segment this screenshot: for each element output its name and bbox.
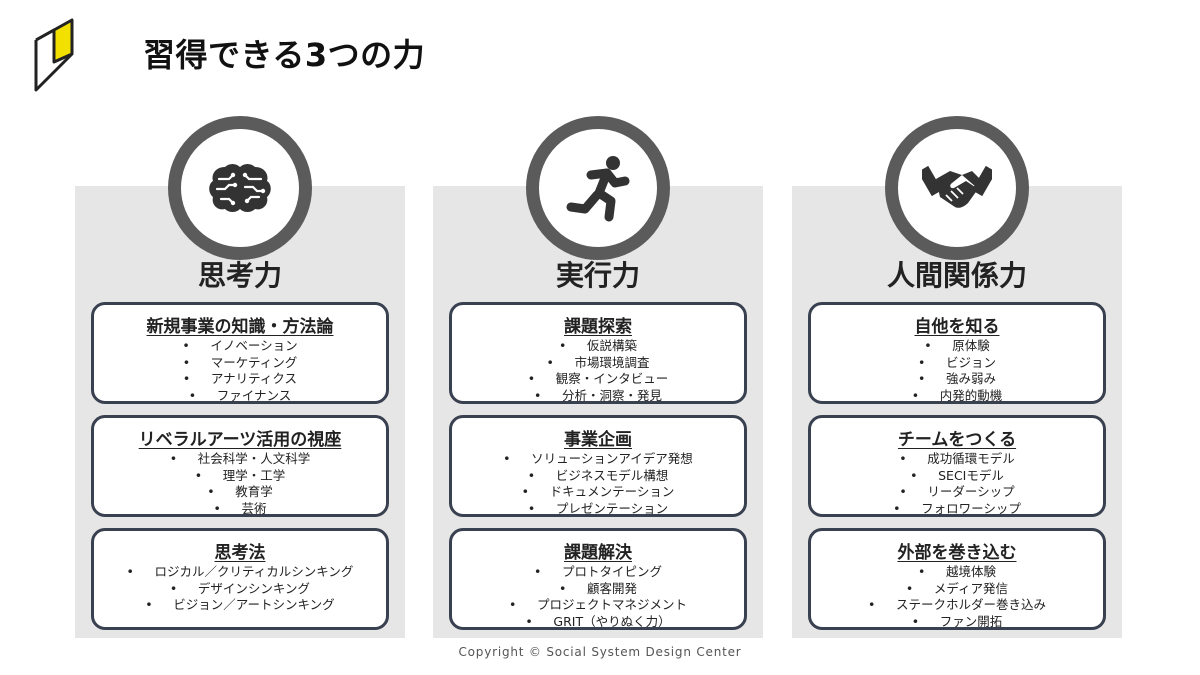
handshake-icon [922,165,992,208]
column-execution: 実行力 課題探索 •仮説構築 •市場環境調査 •観察・インタビュー •分析・洞察… [433,116,763,638]
list-item: •フォロワーシップ [893,500,1021,516]
card-title: 課題探索 [564,317,632,337]
list-item: •ビジネスモデル構想 [527,467,669,483]
icon-badge [168,116,312,260]
card-title: 自他を知る [914,317,1000,337]
list-item: •プレゼンテーション [527,500,669,516]
list-item: •ロジカル／クリティカルシンキング [126,564,354,579]
column-thinking: 思考力 新規事業の知識・方法論 •イノベーション •マーケティング •アナリティ… [75,116,405,638]
list-item: •ビジョン／アートシンキング [145,597,335,612]
skill-card: 新規事業の知識・方法論 •イノベーション •マーケティング •アナリティクス •… [91,302,389,404]
list-item: •越境体験 [917,564,996,579]
list-item: •リーダーシップ [899,484,1015,499]
list-item: •デザインシンキング [169,580,311,596]
column-title: 実行力 [555,259,640,292]
list-item: •SECIモデル [910,467,1004,483]
copyright-notice: Copyright © Social System Design Center [458,645,742,659]
list-item: •強み弱み [917,371,996,386]
card-title: 思考法 [214,543,266,563]
skill-card: 事業企画 •ソリューションアイデア発想 •ビジネスモデル構想 •ドキュメンテーシ… [449,415,747,517]
list-item: •芸術 [213,500,267,516]
list-item: •ファン開拓 [911,613,1003,629]
skill-card: リベラルアーツ活用の視座 •社会科学・人文科学 •理学・工学 •教育学 •芸術 [91,415,389,517]
list-item: •内発的動機 [911,387,1003,403]
list-item: •マーケティング [182,354,298,370]
list-item: •ステークホルダー巻き込み [867,597,1046,612]
column-relationship: 人間関係力 自他を知る •原体験 •ビジョン •強み弱み •内発的動機 チームを… [792,116,1122,638]
list-item: •観察・インタビュー [527,371,669,386]
card-title: 事業企画 [564,430,632,450]
list-item: •社会科学・人文科学 [169,451,311,466]
list-item: •ドキュメンテーション [521,484,675,499]
list-item: •プロジェクトマネジメント [508,597,687,612]
list-item: •イノベーション [182,338,298,353]
list-item: •仮説構築 [558,338,637,353]
skill-card: 自他を知る •原体験 •ビジョン •強み弱み •内発的動機 [808,302,1106,404]
card-title: 新規事業の知識・方法論 [146,317,334,337]
card-title: 外部を巻き込む [897,543,1017,563]
list-item: •理学・工学 [194,467,286,483]
list-item: •アナリティクス [182,371,298,386]
list-item: •市場環境調査 [546,354,650,370]
page-title: 習得できる3つの力 [143,36,426,74]
icon-badge [526,116,670,260]
list-item: •成功循環モデル [899,451,1015,466]
card-title: 課題解決 [564,543,632,563]
skill-card: 課題探索 •仮説構築 •市場環境調査 •観察・インタビュー •分析・洞察・発見 [449,302,747,404]
list-item: •ソリューションアイデア発想 [503,451,693,466]
list-item: •教育学 [207,484,273,499]
list-item: •プロトタイピング [533,564,662,579]
skill-card: 課題解決 •プロトタイピング •顧客開発 •プロジェクトマネジメント •GRIT… [449,528,747,630]
icon-badge [885,116,1029,260]
skill-card: 外部を巻き込む •越境体験 •メディア発信 •ステークホルダー巻き込み •ファン… [808,528,1106,630]
column-title: 思考力 [197,259,282,292]
list-item: •ファイナンス [188,387,292,403]
brand-logo [30,18,78,92]
list-item: •GRIT（やりぬく力） [525,613,671,629]
card-title: リベラルアーツ活用の視座 [138,430,342,450]
skill-card: 思考法 •ロジカル／クリティカルシンキング •デザインシンキング •ビジョン／ア… [91,528,389,630]
list-item: •分析・洞察・発見 [533,387,662,403]
list-item: •ビジョン [917,354,996,370]
column-title: 人間関係力 [886,259,1027,292]
list-item: •原体験 [924,338,990,353]
list-item: •メディア発信 [905,580,1009,596]
running-person-icon [566,156,630,222]
skill-card: チームをつくる •成功循環モデル •SECIモデル •リーダーシップ •フォロワ… [808,415,1106,517]
brain-icon [209,164,271,212]
card-title: チームをつくる [897,430,1017,450]
list-item: •顧客開発 [558,580,637,596]
